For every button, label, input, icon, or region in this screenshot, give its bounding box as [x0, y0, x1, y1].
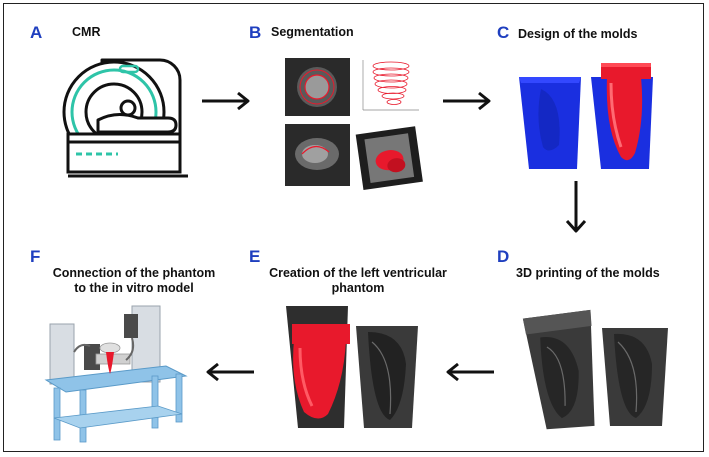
figure-frame: A CMR B Segmen	[3, 3, 704, 452]
step-c-title: Design of the molds	[518, 27, 638, 41]
down-arrow-icon	[564, 179, 588, 235]
mold-design-render	[519, 59, 659, 179]
printed-molds-photo	[522, 302, 672, 432]
step-a-title: CMR	[72, 25, 101, 39]
mri-scanner-icon	[62, 52, 192, 180]
step-a-letter: A	[30, 23, 43, 42]
step-d-letter: D	[497, 247, 510, 266]
step-e-letter: E	[249, 247, 261, 266]
step-e-title-line2: phantom	[331, 281, 385, 295]
step-f-title-line2: to the in vitro model	[74, 281, 194, 295]
left-arrow-icon	[444, 362, 496, 382]
right-arrow-icon	[200, 91, 252, 111]
phantom-photo	[282, 302, 422, 432]
segmentation-images	[285, 52, 425, 192]
step-c-letter: C	[497, 23, 510, 42]
left-arrow-icon	[204, 362, 256, 382]
right-arrow-icon	[441, 91, 493, 111]
step-f-letter: F	[30, 247, 41, 266]
step-e-title-line1: Creation of the left ventricular	[269, 266, 447, 280]
step-b-letter: B	[249, 23, 262, 42]
step-b-title: Segmentation	[271, 25, 354, 39]
step-f-title: Connection of the phantom to the in vitr…	[34, 266, 234, 296]
step-f-title-line1: Connection of the phantom	[52, 266, 216, 280]
in-vitro-rig-render	[40, 302, 190, 450]
step-d-title: 3D printing of the molds	[516, 266, 660, 280]
step-e-title: Creation of the left ventricular phantom	[266, 266, 450, 296]
